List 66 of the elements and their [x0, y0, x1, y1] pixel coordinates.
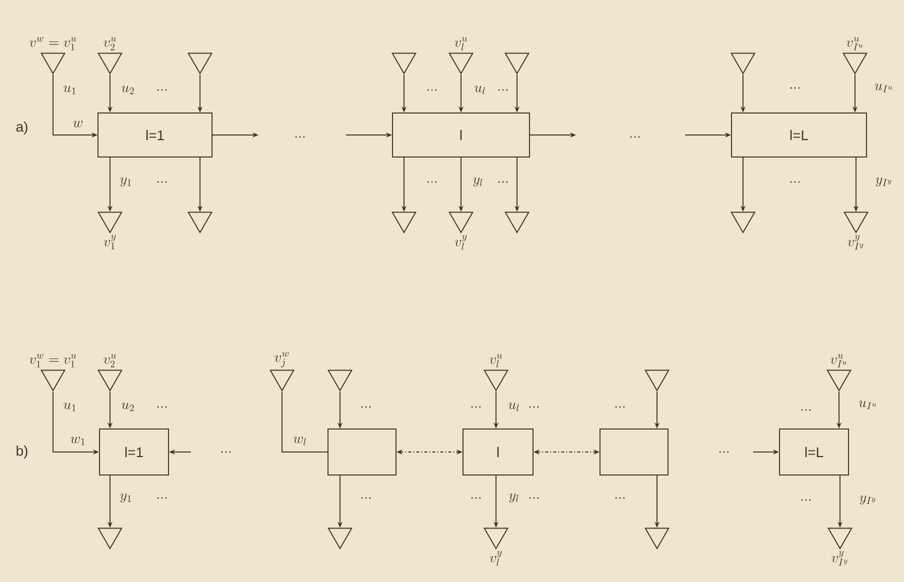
block-box: l=L	[779, 428, 849, 476]
block-box	[600, 428, 668, 476]
ellipsis: $...$	[529, 497, 539, 499]
block-box: l	[462, 428, 534, 476]
edge-label: $w$	[73, 120, 82, 128]
ellipsis: $...$	[790, 87, 800, 89]
signal-label: $u_{1}$	[64, 86, 76, 94]
edge-label: $u_{2}$	[122, 402, 134, 412]
connector-line	[282, 391, 328, 452]
edge-label: $y_{l}$	[473, 177, 482, 187]
edge-label: $y_{l}$	[509, 493, 518, 503]
ellipsis: $...$	[427, 181, 437, 183]
node-label: $v^{w}_{1}=v^{u}_{1}$	[30, 354, 76, 368]
edge-label: $y_{1}$	[120, 177, 131, 187]
ellipsis: $...$	[790, 181, 800, 183]
ellipsis: $...$	[221, 451, 231, 453]
ellipsis: $...$	[157, 406, 167, 408]
panel-label: a)	[16, 121, 28, 135]
ellipsis: $...$	[615, 497, 625, 499]
ellipsis: $...$	[157, 89, 167, 91]
edge-label: $y_{I^{y}}$	[860, 495, 876, 505]
ellipsis: $...$	[801, 409, 811, 411]
ellipsis: $...$	[157, 497, 167, 499]
block-box: l=L	[731, 112, 867, 158]
ellipsis: $...$	[498, 181, 508, 183]
ellipsis: $...$	[719, 451, 729, 453]
ellipsis: $...$	[157, 181, 167, 183]
edge-label: $y_{I^{y}}$	[876, 177, 892, 187]
node-label: $v^{u}_{2}$	[104, 37, 116, 50]
node-label: $v^{y}_{1}$	[104, 234, 116, 250]
ellipsis: $...$	[471, 497, 481, 499]
ellipsis: $...$	[427, 89, 437, 91]
ellipsis: $...$	[361, 406, 371, 408]
edge-label: $w_{l}$	[294, 436, 306, 446]
ellipsis: $...$	[630, 136, 640, 138]
node-label: $v^{w}=v^{u}_{1}$	[30, 37, 76, 50]
edge-label: $u_{I^{u}}$	[874, 84, 892, 92]
panel-label: b)	[16, 445, 28, 459]
ellipsis: $...$	[498, 89, 508, 91]
signal-label: $u_{1}$	[64, 402, 76, 412]
node-label: $v^{u}_{2}$	[104, 354, 116, 368]
node-label: $v^{y}_{l}$	[454, 234, 467, 250]
node-label: $v^{y}_{I^{y}}$	[848, 234, 864, 250]
ellipsis: $...$	[615, 406, 625, 408]
node-label: $v^{y}_{l}$	[490, 550, 502, 566]
ellipsis: $...$	[361, 497, 371, 499]
block-box: l	[392, 112, 530, 158]
node-label: $v^{w}_{j}$	[274, 352, 289, 368]
ellipsis: $...$	[801, 499, 811, 501]
ellipsis: $...$	[529, 406, 539, 408]
block-box: l=1	[98, 112, 212, 158]
ellipsis: $...$	[295, 136, 305, 138]
ellipsis: $...$	[471, 406, 481, 408]
node-label: $v^{u}_{I^{u}}$	[830, 354, 847, 368]
edge-label: $u_{l}$	[508, 402, 519, 412]
node-label: $v^{u}_{I^{u}}$	[846, 37, 863, 50]
node-label: $v^{y}_{I^{y}}$	[832, 550, 848, 566]
block-box: l=1	[99, 428, 169, 476]
block-box	[328, 428, 396, 476]
node-label: $v^{u}_{l}$	[490, 354, 502, 368]
edge-label: $y_{1}$	[120, 493, 131, 503]
node-label: $v^{u}_{l}$	[454, 37, 467, 50]
edge-label: $w_{1}$	[70, 436, 84, 446]
edge-label: $u_{I^{u}}$	[858, 400, 876, 410]
edge-label: $u_{2}$	[122, 86, 134, 94]
edge-label: $u_{l}$	[474, 86, 485, 94]
